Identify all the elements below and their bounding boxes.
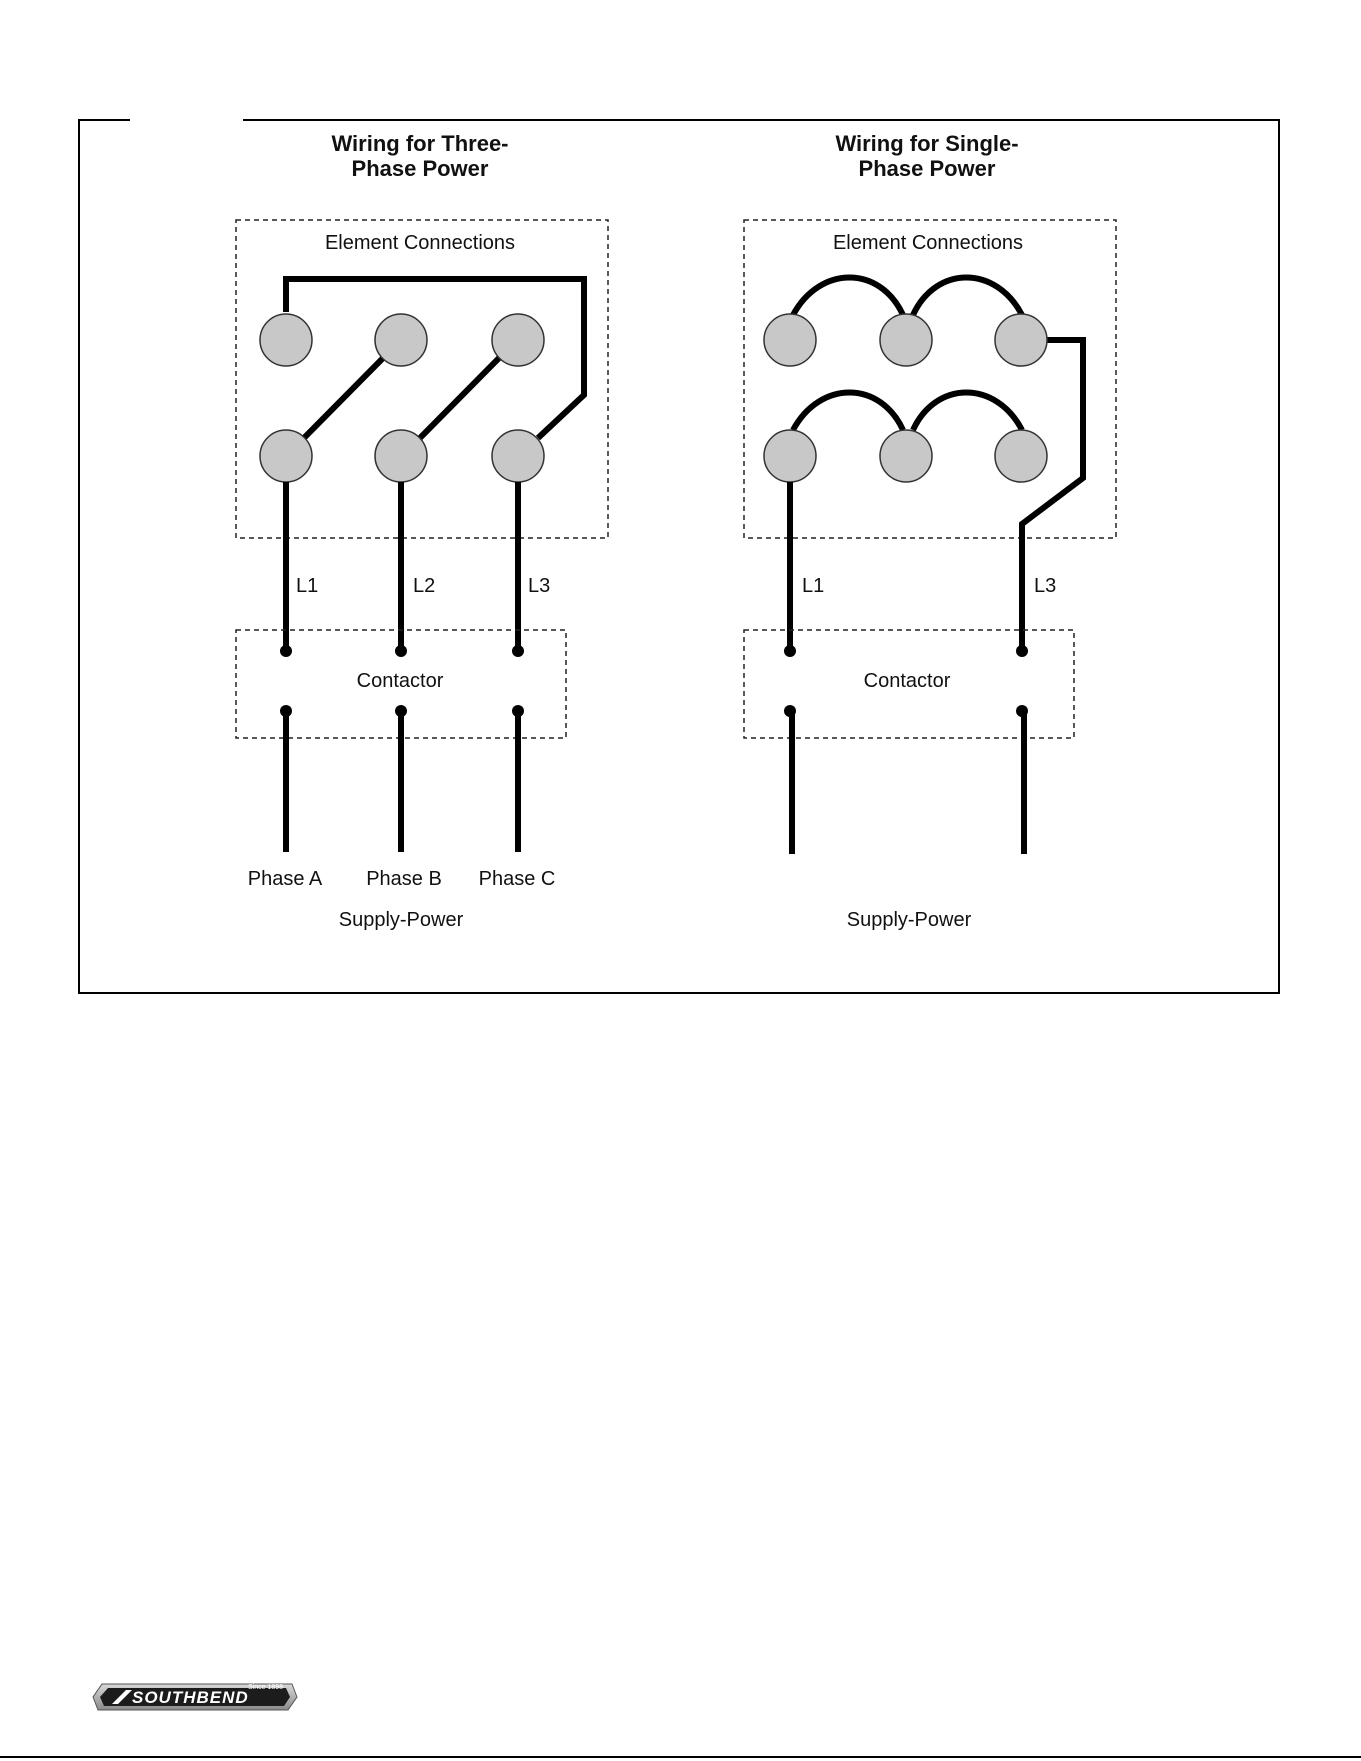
single-phase-contactor-label: Contactor	[864, 670, 951, 692]
three-phase-supply-label: Supply-Power	[339, 909, 464, 931]
terminal	[764, 314, 816, 366]
logo-text: SOUTHBEND	[132, 1688, 249, 1708]
three-phase-title-line2: Phase Power	[352, 156, 489, 181]
terminal	[375, 314, 427, 366]
logo-since: Since 1898	[248, 1684, 283, 1691]
terminal	[880, 314, 932, 366]
label-l1: L1	[296, 575, 318, 597]
three-phase-element-label: Element Connections	[325, 232, 515, 254]
terminal	[492, 314, 544, 366]
contact-dot	[395, 645, 407, 657]
single-phase-title-line1: Wiring for Single-	[835, 131, 1018, 156]
single-phase-arch	[793, 393, 903, 431]
contact-dot	[784, 645, 796, 657]
three-phase-diagram: Wiring for Three- Phase Power Element Co…	[236, 131, 608, 931]
single-phase-element-box	[744, 220, 1116, 538]
contact-dot	[1016, 645, 1028, 657]
page-bottom-rule	[0, 1756, 1361, 1758]
terminal	[880, 430, 932, 482]
terminal	[995, 314, 1047, 366]
terminal	[995, 430, 1047, 482]
three-phase-element-box	[236, 220, 608, 538]
label-phase-c: Phase C	[479, 868, 556, 890]
label-l3: L3	[528, 575, 550, 597]
single-phase-arch	[793, 278, 903, 316]
label-phase-a: Phase A	[248, 868, 323, 890]
contact-dot	[280, 645, 292, 657]
terminal	[375, 430, 427, 482]
single-phase-title-line2: Phase Power	[859, 156, 996, 181]
figure-frame	[79, 120, 1279, 993]
three-phase-contactor-label: Contactor	[357, 670, 444, 692]
contact-dot	[512, 645, 524, 657]
label-l3: L3	[1034, 575, 1056, 597]
terminal	[260, 314, 312, 366]
three-phase-jumper-2	[416, 355, 502, 442]
single-phase-diagram: Wiring for Single- Phase Power Element C…	[744, 131, 1116, 931]
label-l1: L1	[802, 575, 824, 597]
single-phase-arch	[913, 393, 1022, 431]
single-phase-arch	[913, 278, 1022, 316]
terminal	[764, 430, 816, 482]
three-phase-title-line1: Wiring for Three-	[331, 131, 508, 156]
label-l2: L2	[413, 575, 435, 597]
label-phase-b: Phase B	[366, 868, 442, 890]
single-phase-l3-route	[1022, 340, 1083, 651]
terminal	[492, 430, 544, 482]
three-phase-jumper-1	[300, 355, 386, 442]
single-phase-supply-label: Supply-Power	[847, 909, 972, 931]
single-phase-element-label: Element Connections	[833, 232, 1023, 254]
terminal	[260, 430, 312, 482]
